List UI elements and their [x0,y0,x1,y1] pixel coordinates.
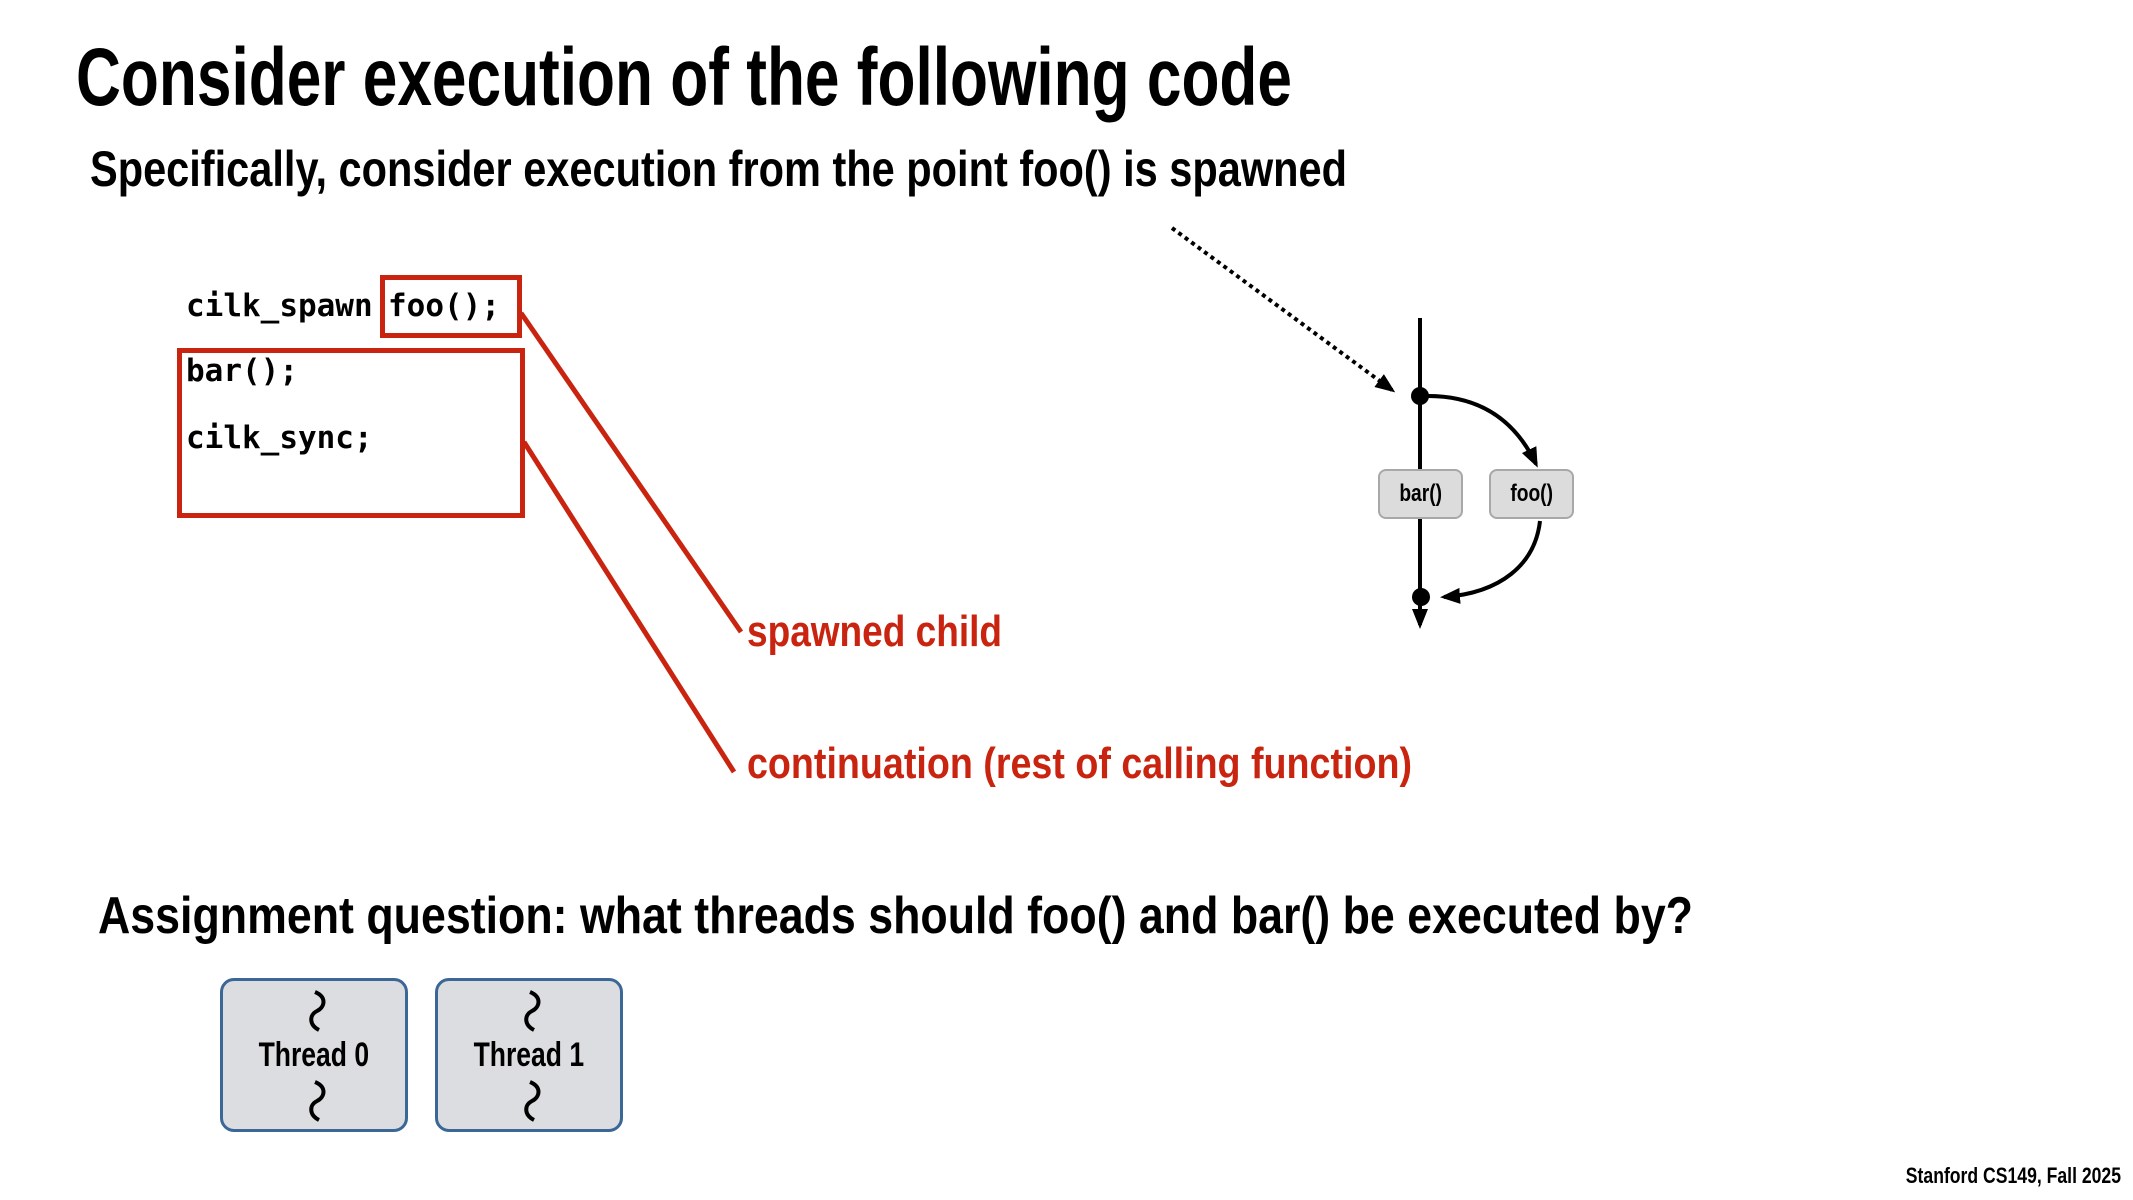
spawned-child-highlight [380,275,522,338]
thread-1-label: Thread 1 [473,1036,585,1074]
continuation-text: continuation (rest of calling function) [747,739,1412,788]
slide-subtitle-text: Specifically, consider execution from th… [90,141,1347,197]
foo-node-label: foo() [1510,480,1553,507]
sync-edge-arrow [1440,520,1542,604]
spawned-child-text: spawned child [747,607,1002,656]
spawn-node [1411,387,1429,405]
thread-0-label: Thread 0 [258,1036,370,1074]
slide-subtitle: Specifically, consider execution from th… [90,142,1603,196]
thread-1-box: Thread 1 [435,978,623,1132]
code-bar-call: bar(); [186,353,298,389]
continuation-leader-line [521,440,737,774]
thread-squiggle-icon [309,1080,326,1122]
spawned-child-label: spawned child [747,608,1050,656]
spawn-edge-arrow [1427,394,1538,468]
slide-title-text: Consider execution of the following code [76,32,1292,123]
bar-node: bar() [1378,469,1463,519]
code-foo-call: foo(); [388,288,500,324]
thread-squiggle-icon [524,1080,541,1122]
slide-title: Consider execution of the following code [76,36,1680,120]
foo-node: foo() [1489,469,1574,519]
assignment-question: Assignment question: what threads should… [98,888,1953,944]
continuation-label: continuation (rest of calling function) [747,740,1524,788]
continuation-highlight [177,348,525,518]
footer-credit: Stanford CS149, Fall 2025 [1852,1163,2121,1189]
thread-squiggle-icon [309,990,326,1032]
sync-node [1412,588,1430,606]
thread-squiggle-icon [524,990,541,1032]
bar-node-label: bar() [1399,480,1442,507]
assignment-question-text: Assignment question: what threads should… [98,887,1693,945]
spawned-child-leader-line [518,311,744,634]
spawn-point-dotted-arrow [1170,226,1396,393]
code-cilk-sync: cilk_sync; [186,420,373,456]
footer-credit-text: Stanford CS149, Fall 2025 [1905,1163,2121,1188]
code-cilk-spawn: cilk_spawn [186,288,373,324]
thread-0-box: Thread 0 [220,978,408,1132]
